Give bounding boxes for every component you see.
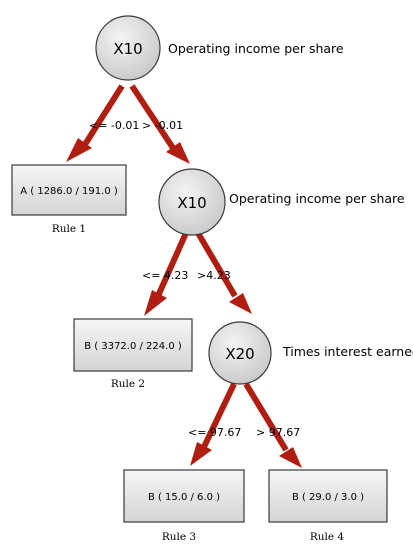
leaf-label: B ( 15.0 / 6.0 ) <box>148 492 220 503</box>
leaf-label: B ( 3372.0 / 224.0 ) <box>84 341 182 352</box>
edge-label: <= -0.01 <box>89 119 139 132</box>
edge-label: <= 4.23 <box>142 269 188 282</box>
node-label: X10 <box>113 40 142 58</box>
rule-label: Rule 1 <box>52 223 86 235</box>
decision-node-x10-root: X10 Operating income per share <box>95 15 344 81</box>
edge-label: > -0.01 <box>142 119 183 132</box>
leaf-node-rule-1: A ( 1286.0 / 191.0 ) Rule 1 <box>11 164 127 235</box>
edge-label: <= 97.67 <box>188 426 241 439</box>
edge-n3-l4: > 97.67 <box>243 382 302 468</box>
edge-label: > 97.67 <box>256 426 300 439</box>
leaf-node-rule-2: B ( 3372.0 / 224.0 ) Rule 2 <box>73 318 193 390</box>
rule-label: Rule 4 <box>310 531 345 543</box>
node-label: X20 <box>225 345 254 363</box>
edge-label: >4.23 <box>197 269 231 282</box>
edge-n1-l1: <= -0.01 <box>66 84 139 162</box>
leaf-label: B ( 29.0 / 3.0 ) <box>292 492 364 503</box>
node-description: Operating income per share <box>229 191 405 206</box>
edge-n1-n2: > -0.01 <box>129 84 190 164</box>
leaf-node-rule-3: B ( 15.0 / 6.0 ) Rule 3 <box>123 469 245 543</box>
rule-label: Rule 2 <box>111 378 145 390</box>
edge-n2-n3: >4.23 <box>195 231 252 314</box>
node-description: Operating income per share <box>168 41 344 56</box>
leaf-label: A ( 1286.0 / 191.0 ) <box>20 186 118 197</box>
rule-label: Rule 3 <box>162 531 196 543</box>
node-label: X10 <box>177 194 206 212</box>
edge-n3-l3: <= 97.67 <box>188 382 241 466</box>
node-description: Times interest earned <box>282 344 413 359</box>
leaf-node-rule-4: B ( 29.0 / 3.0 ) Rule 4 <box>268 469 388 543</box>
decision-node-x20: X20 Times interest earned <box>208 321 413 385</box>
edge-n2-l2: <= 4.23 <box>142 231 189 316</box>
decision-node-x10: X10 Operating income per share <box>158 168 405 236</box>
